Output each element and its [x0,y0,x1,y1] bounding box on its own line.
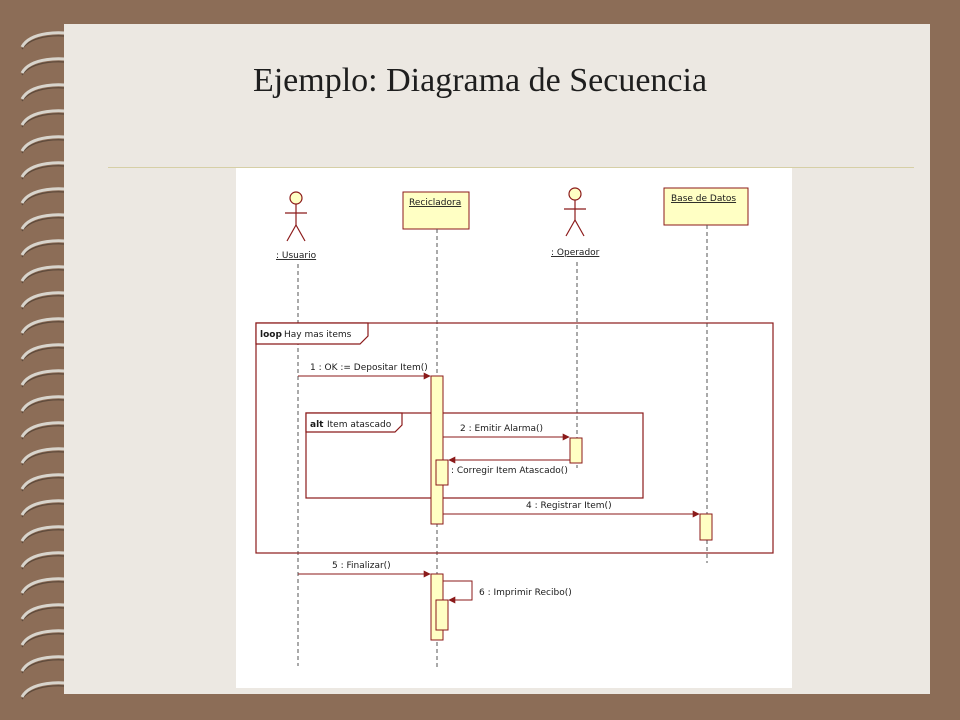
message-3: : Corregir Item Atascado() [448,456,570,476]
message-label-2: 2 : Emitir Alarma() [460,424,543,434]
message-4: 4 : Registrar Item() [443,501,700,518]
message-label-1: 1 : OK := Depositar Item() [310,363,428,373]
activation-operador [569,437,583,464]
fragment-alt: alt Item atascado [305,412,644,499]
fragment-guard-alt: Item atascado [327,420,392,430]
lifeline-label-base-datos: Base de Datos [671,194,736,204]
lifeline-base-datos: Base de Datos [663,187,749,563]
message-2: 2 : Emitir Alarma() [443,424,570,441]
activation-recicladora-1 [430,375,444,525]
slide-title: Ejemplo: Diagrama de Secuencia [252,62,708,99]
message-label-4: 4 : Registrar Item() [526,501,612,511]
message-5: 5 : Finalizar() [298,561,431,578]
lifeline-recicladora: Recicladora [402,191,470,670]
lifeline-label-operador: : Operador [551,248,600,258]
activation-recicladora-self [435,599,449,631]
lifeline-label-usuario: : Usuario [276,251,317,261]
fragment-operator-loop: loop [260,330,282,340]
message-label-3: : Corregir Item Atascado() [451,466,568,476]
activation-base-datos [699,513,713,541]
message-1: 1 : OK := Depositar Item() [298,363,431,380]
lifeline-operador: : Operador [551,187,600,468]
message-6: 6 : Imprimir Recibo() [443,580,572,604]
sequence-diagram: : Usuario Recicladora : Operador Base de… [236,168,792,688]
fragment-operator-alt: alt [310,420,324,430]
lifeline-label-recicladora: Recicladora [409,198,461,208]
fragment-loop: loop Hay mas items [255,322,774,554]
title-divider [108,167,914,168]
message-label-6: 6 : Imprimir Recibo() [479,588,572,598]
fragment-guard-loop: Hay mas items [284,330,352,340]
activation-recicladora-nested [435,459,449,486]
message-label-5: 5 : Finalizar() [332,561,391,571]
